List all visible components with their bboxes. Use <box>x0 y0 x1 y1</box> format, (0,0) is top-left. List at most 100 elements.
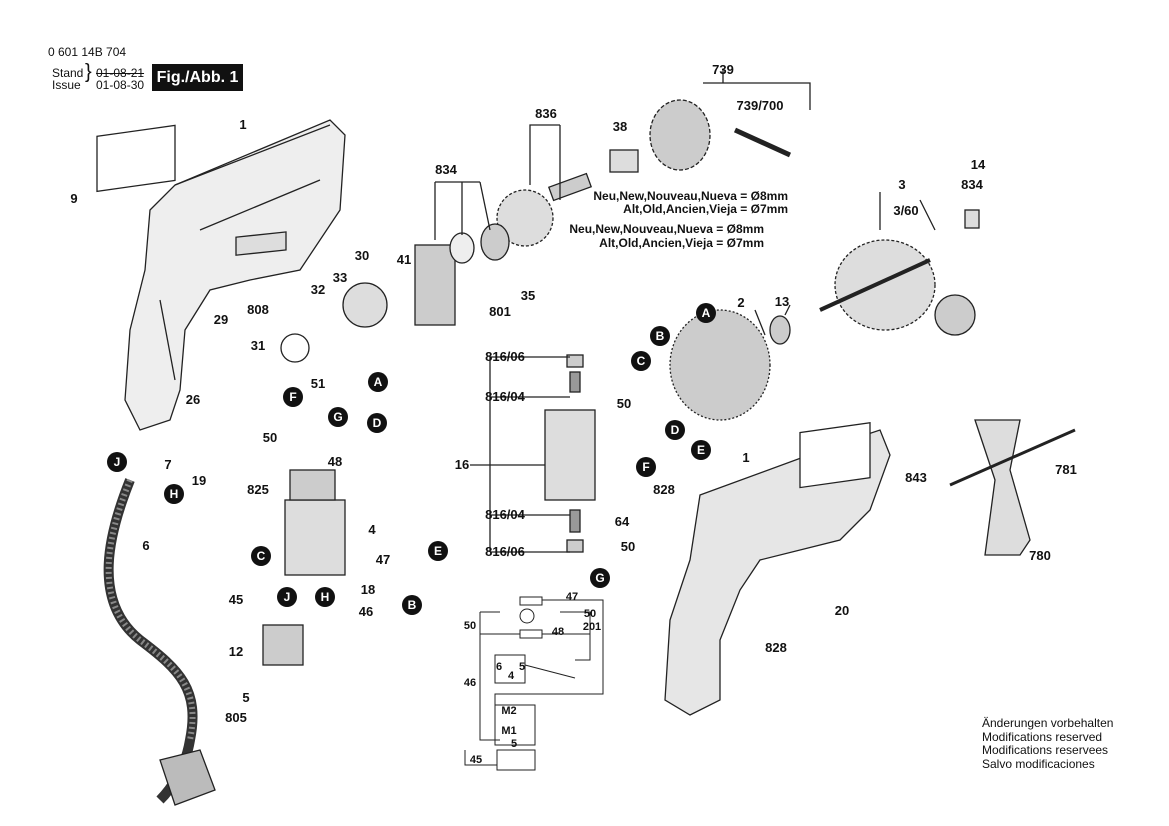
part-number: 780 <box>1029 548 1051 563</box>
part-number: 5 <box>242 690 250 705</box>
part-number: 51 <box>310 376 326 391</box>
part-number: 50 <box>616 396 632 411</box>
connector-marker: B <box>650 326 670 346</box>
circuit-label: M2 <box>501 705 517 717</box>
doc-number: 0 601 14B 704 <box>48 45 127 59</box>
part-number: 1 <box>742 450 750 465</box>
circuit-label: 201 <box>582 621 602 633</box>
part-number: 32 <box>310 282 326 297</box>
armature <box>834 239 936 331</box>
part-number: 828 <box>765 640 787 655</box>
label-plate-9 <box>96 124 176 193</box>
aux-handle <box>974 419 1031 556</box>
washer-31 <box>280 333 310 363</box>
note-old-2: Alt,Old,Ancien,Vieja = Ø7mm <box>599 236 764 250</box>
part-number: 816/04 <box>485 507 525 522</box>
part-number: 3 <box>898 177 906 192</box>
bearing <box>480 223 510 261</box>
part-number: 9 <box>70 191 78 206</box>
gear-836 <box>496 189 554 247</box>
part-number: 64 <box>614 514 630 529</box>
part-number: 6 <box>142 538 150 553</box>
figure-label: Fig./Abb. 1 <box>152 64 243 91</box>
wiring-diagram <box>464 596 604 771</box>
part-number: 834 <box>435 162 457 177</box>
part-number: 50 <box>262 430 278 445</box>
part-number: 38 <box>612 119 628 134</box>
drill-body <box>664 429 891 716</box>
issue-date: 01-08-30 <box>96 78 145 92</box>
gear-30 <box>342 282 388 328</box>
part-number: 781 <box>1055 462 1077 477</box>
part-number: 13 <box>774 294 790 309</box>
brace: } <box>85 61 92 83</box>
circuit-label: 48 <box>551 626 565 638</box>
connector-marker: H <box>315 587 335 607</box>
circuit-label: 6 <box>495 661 503 673</box>
switch-825 <box>289 469 336 501</box>
part-number: 836 <box>535 106 557 121</box>
circuit-label: 4 <box>507 670 515 682</box>
housing-half <box>124 119 346 431</box>
connector-marker: G <box>328 407 348 427</box>
part-number: 19 <box>191 473 207 488</box>
part-number: 33 <box>332 270 348 285</box>
connector-marker: A <box>696 303 716 323</box>
connector-marker: D <box>665 420 685 440</box>
plug <box>159 749 216 806</box>
issue-label: Issue <box>52 78 81 92</box>
sleeve-38 <box>609 149 639 173</box>
circuit-label: 5 <box>510 738 518 750</box>
part-number: 31 <box>250 338 266 353</box>
stand-date: 01-08-21 <box>96 66 145 80</box>
stand-label: Stand <box>52 66 84 80</box>
part-number: 2 <box>737 295 745 310</box>
chuck-key <box>733 127 792 158</box>
part-number: 50 <box>620 539 636 554</box>
note-old-1: Alt,Old,Ancien,Vieja = Ø7mm <box>623 202 788 216</box>
connector-marker: G <box>590 568 610 588</box>
connector-marker: H <box>164 484 184 504</box>
footer-notes: Änderungen vorbehalten Modifications res… <box>982 716 1114 771</box>
part-number: 7 <box>164 457 172 472</box>
field-coil <box>669 309 771 421</box>
connector-marker: A <box>368 372 388 392</box>
part-number: 12 <box>228 644 244 659</box>
footer-line: Salvo modificaciones <box>982 756 1095 771</box>
part-number: 18 <box>360 582 376 597</box>
connector-marker: F <box>283 387 303 407</box>
connector-marker: J <box>107 452 127 472</box>
footer-line: Modifications reservees <box>982 743 1109 757</box>
circuit-label: 45 <box>469 754 483 766</box>
connector-marker: B <box>402 595 422 615</box>
connector-marker: E <box>691 440 711 460</box>
connector-marker: D <box>367 413 387 433</box>
footer-line: Modifications reserved <box>982 729 1103 744</box>
part-number: 1 <box>239 117 247 132</box>
part-number: 46 <box>358 604 374 619</box>
power-cord <box>103 478 198 804</box>
circuit-label: 50 <box>463 620 477 632</box>
part-number: 816/06 <box>485 544 525 559</box>
circuit-label: 46 <box>463 677 477 689</box>
part-number: 843 <box>905 470 927 485</box>
part-number: 26 <box>185 392 201 407</box>
label-plate-20 <box>799 421 871 489</box>
footer-line: Änderungen vorbehalten <box>982 716 1114 730</box>
note-new-2: Neu,New,Nouveau,Nueva = Ø8mm <box>569 222 764 236</box>
part-number: 48 <box>327 454 343 469</box>
part-number: 816/06 <box>485 349 525 364</box>
part-number: 808 <box>247 302 269 317</box>
part-number: 825 <box>247 482 269 497</box>
connector-marker: C <box>251 546 271 566</box>
note-new-1: Neu,New,Nouveau,Nueva = Ø8mm <box>593 189 788 203</box>
part-12 <box>262 624 304 666</box>
circuit-label: 47 <box>565 591 579 603</box>
part-number: 834 <box>961 177 983 192</box>
connector-marker: F <box>636 457 656 477</box>
part-41 <box>414 244 456 326</box>
part-number: 29 <box>213 312 229 327</box>
part-number: 16 <box>454 457 470 472</box>
part-number: 14 <box>970 157 986 172</box>
